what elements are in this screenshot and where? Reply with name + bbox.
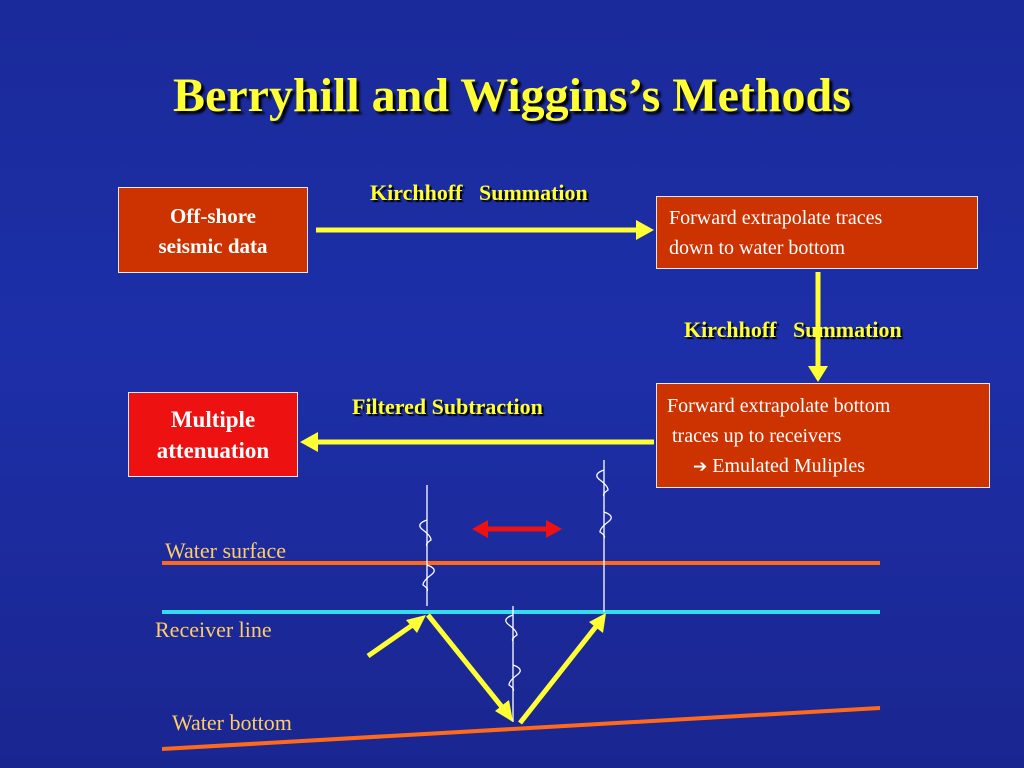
receiver-line-label: Receiver line <box>155 617 272 642</box>
multiple-line2: attenuation <box>156 438 270 463</box>
arrow-head-left <box>300 432 318 452</box>
arrow-head-right <box>636 220 654 240</box>
forward-down-line1: Forward extrapolate traces <box>669 207 883 229</box>
ray-up-head <box>589 613 606 633</box>
forward-up-line3: ➔ Emulated Muliples <box>667 451 989 482</box>
kirchhoff-label-top: Kirchhoff Summation <box>370 180 588 205</box>
offshore-line2: seismic data <box>158 234 268 258</box>
forward-up-box: Forward extrapolate bottom traces up to … <box>656 383 990 488</box>
multiple-attenuation-box: Multiple attenuation <box>128 392 298 477</box>
multiple-line1: Multiple <box>170 407 256 432</box>
ray-incoming-head <box>406 615 426 633</box>
offshore-line1: Off-shore <box>170 204 256 228</box>
forward-up-line1: Forward extrapolate bottom <box>667 395 891 417</box>
filtered-subtraction-label: Filtered Subtraction <box>352 394 543 419</box>
trace-middle <box>505 606 521 722</box>
water-surface-label: Water surface <box>165 538 286 563</box>
right-arrow-icon: ➔ <box>693 457 708 477</box>
water-bottom-line <box>161 706 881 751</box>
water-bottom-label: Water bottom <box>172 710 292 735</box>
forward-up-line3-text: Emulated Muliples <box>707 455 866 477</box>
forward-down-line2: down to water bottom <box>669 237 846 259</box>
forward-up-line2: traces up to receivers <box>667 425 842 447</box>
double-arrow-icon <box>472 520 562 538</box>
kirchhoff-label-right: Kirchhoff Summation <box>684 317 902 342</box>
trace-left <box>419 485 435 606</box>
forward-down-box: Forward extrapolate traces down to water… <box>656 196 978 269</box>
ray-down <box>426 613 508 714</box>
slide-title: Berryhill and Wiggins’s Methods <box>173 69 851 122</box>
trace-right <box>596 460 612 612</box>
ray-up <box>518 622 600 725</box>
offshore-data-box: Off-shore seismic data <box>118 187 308 273</box>
ray-incoming <box>366 621 416 659</box>
ray-down-head <box>495 700 513 722</box>
arrow-head-down <box>808 366 828 382</box>
